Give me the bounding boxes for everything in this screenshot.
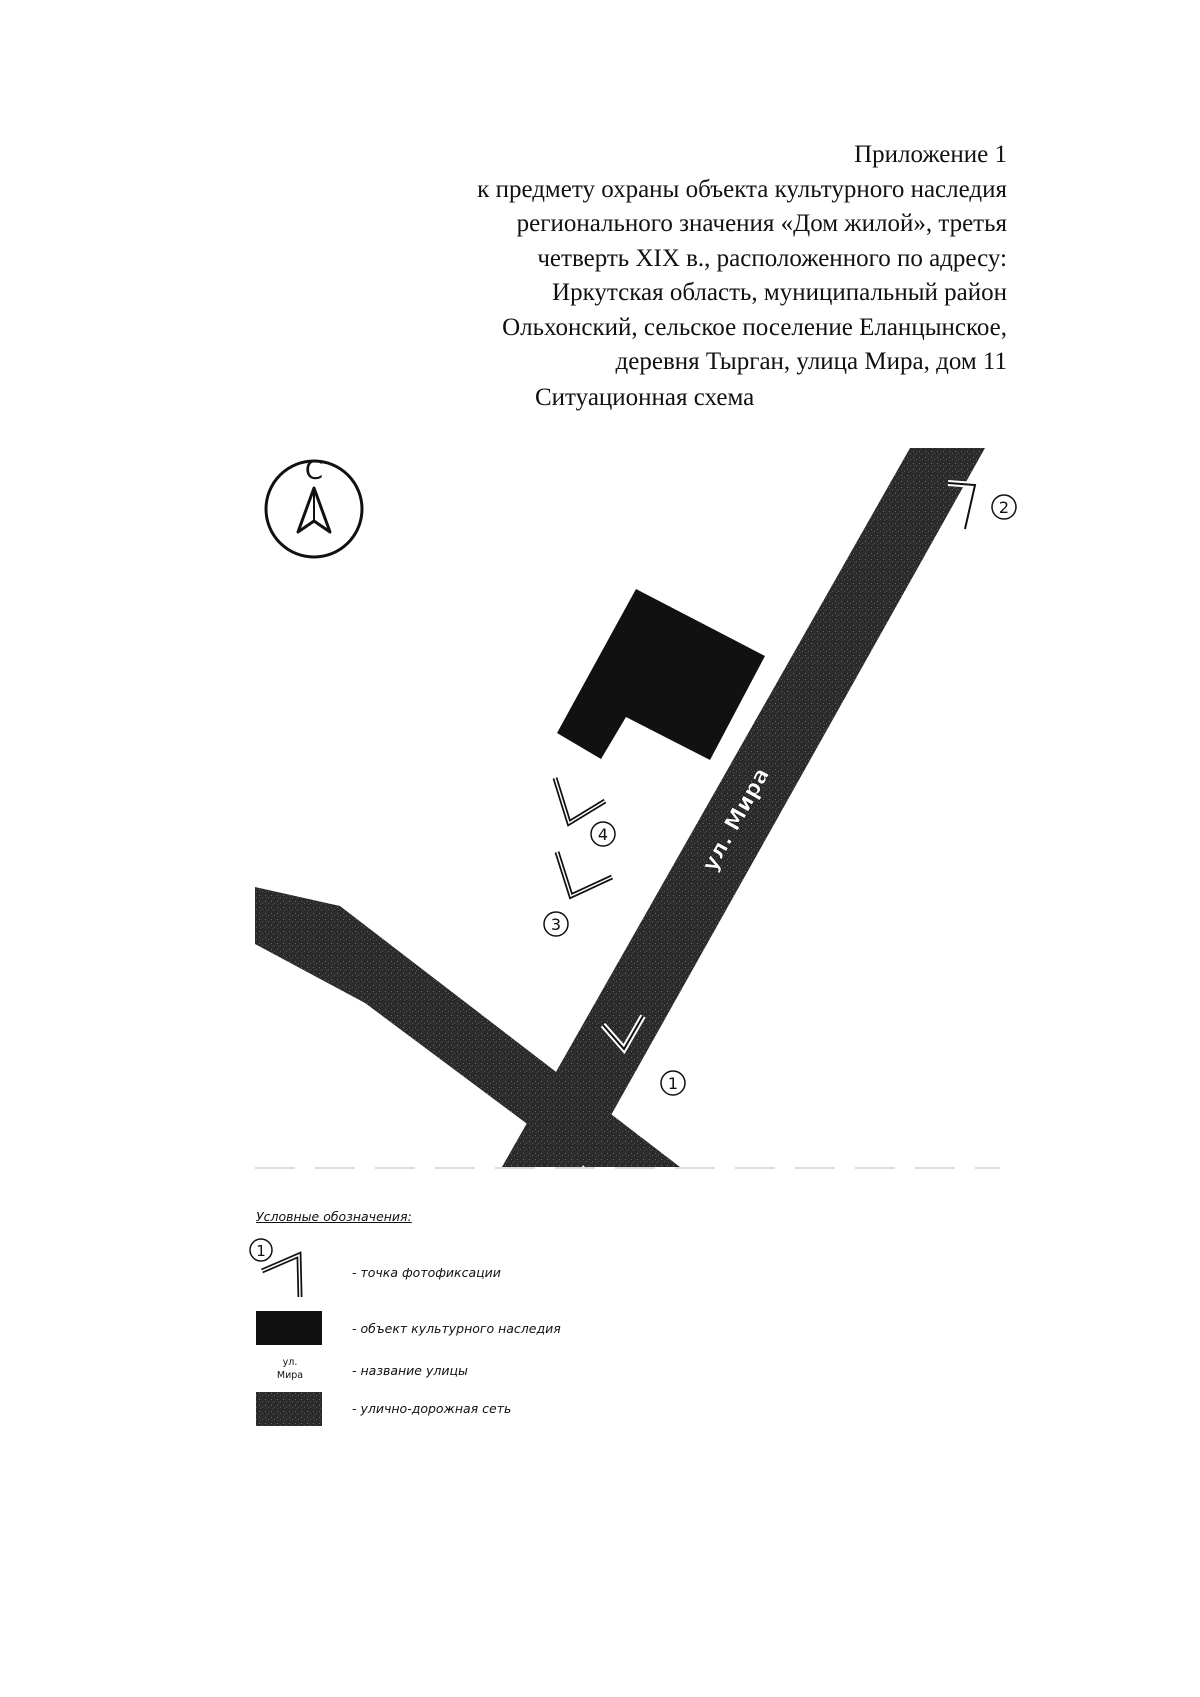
legend-heritage-swatch [256, 1311, 322, 1345]
north-arrow-compass: С [264, 456, 364, 559]
photo-point-number-circle [543, 911, 569, 937]
header-line: Ольхонский, сельское поселение Еланцынск… [502, 313, 1007, 341]
legend-street-sample-line2: Мира [276, 1370, 304, 1381]
photo-point-2: 2 [947, 480, 1017, 530]
legend-photo-point-marker-outline [261, 1253, 301, 1298]
header-line: к предмету охраны объекта культурного на… [477, 175, 1007, 203]
header-line: регионального значения «Дом жилой», трет… [516, 210, 1007, 237]
compass-circle [264, 459, 364, 559]
legend-street-sample: ул. Мира [270, 1356, 310, 1382]
photo-point-marker-outline [554, 777, 606, 825]
photo-point-number: 2 [999, 498, 1009, 517]
legend-photo-point-symbol: 1 [249, 1238, 303, 1298]
photo-point-number-circle [590, 821, 616, 847]
photo-point-marker-outline [947, 482, 977, 530]
photo-point-number: 3 [551, 915, 561, 934]
appendix-header: Приложение 1 к предмету охраны объекта к… [367, 138, 1007, 380]
legend-photo-point-marker-icon [261, 1251, 303, 1298]
heritage-building [557, 589, 765, 760]
photo-point-marker-outline [556, 851, 613, 898]
legend-photo-point-circle [249, 1238, 273, 1262]
photo-point-marker-outline [602, 1015, 644, 1051]
legend-road-swatch [256, 1392, 322, 1426]
legend-title: Условные обозначения: [256, 1209, 412, 1224]
legend-photo-point-number: 1 [256, 1242, 266, 1260]
header-line: деревня Тырган, улица Мира, дом 11 [615, 348, 1007, 375]
legend-item-photo-point: - точка фотофиксации [352, 1265, 501, 1280]
legend-item-road-network: - улично-дорожная сеть [352, 1401, 512, 1416]
north-letter: С [305, 456, 323, 486]
road-network [255, 448, 985, 1167]
header-line: четверть XIX в., расположенного по адрес… [537, 244, 1007, 272]
photo-point-4: 4 [552, 777, 616, 847]
scheme-title: Ситуационная схема [535, 384, 755, 411]
legend-item-street-name: - название улицы [352, 1363, 468, 1378]
legend-street-sample-line1: ул. [282, 1357, 298, 1368]
photo-point-number-circle [660, 1070, 686, 1096]
header-line: Приложение 1 [854, 141, 1007, 168]
photo-point-3: 3 [543, 851, 614, 937]
road-side-street [255, 887, 680, 1167]
photo-point-number-circle [991, 494, 1017, 520]
photo-point-1: 1 [600, 1014, 686, 1096]
road-mira [502, 448, 985, 1167]
legend-item-heritage-object: - объект культурного наследия [352, 1321, 561, 1336]
photo-point-number: 4 [598, 825, 608, 844]
header-line: Иркутская область, муниципальный район [552, 279, 1007, 306]
photo-point-number: 1 [668, 1074, 678, 1093]
